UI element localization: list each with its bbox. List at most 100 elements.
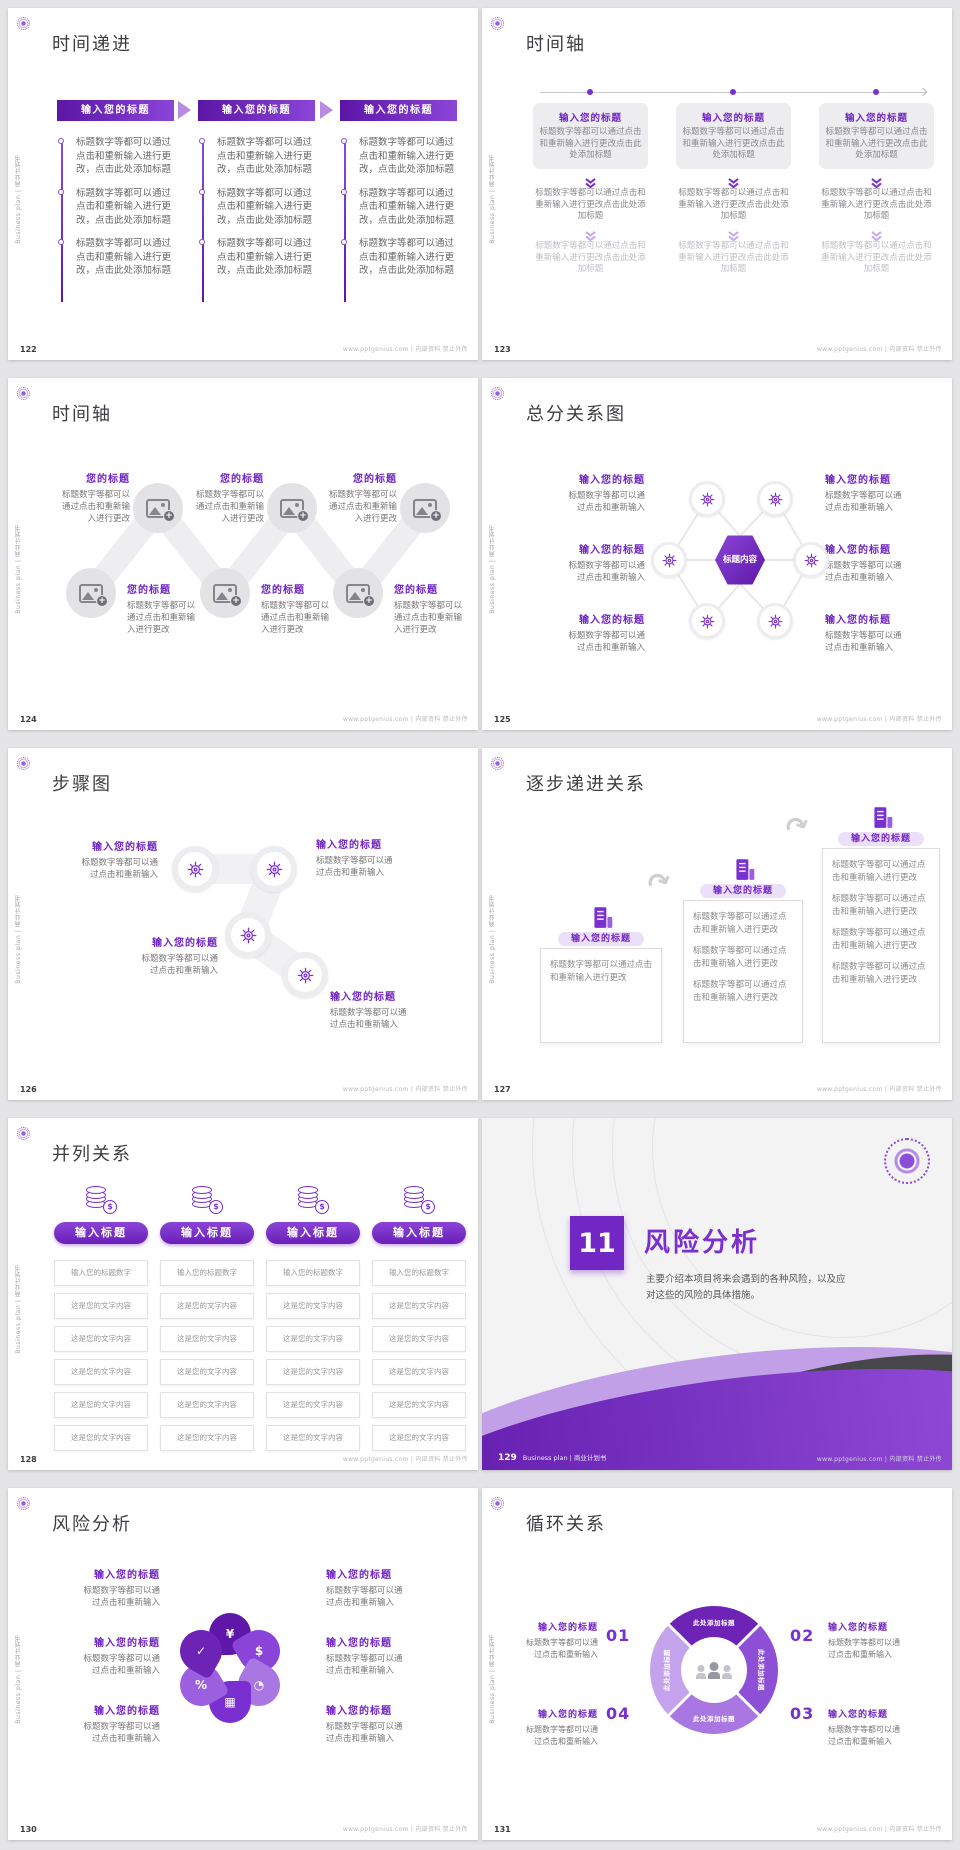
slide-125[interactable]: Business plan | 商业计划书 总分关系图 输入您的标题 标题数字等… [482, 378, 952, 730]
chevron-double-down-icon [870, 226, 883, 245]
timeline-dot-icon [730, 89, 736, 95]
page-number: 126 [20, 1085, 37, 1094]
timeline-item-text: 标题数字等都可以通过点击和重新输入进行更改，点击此处添加标题 [76, 187, 172, 226]
feature-block: 输入您的标题 标题数字等都可以通过点击和重新输入 [825, 471, 935, 514]
gear-node [793, 542, 829, 578]
image-add-icon: + [346, 583, 375, 607]
slide-130[interactable]: Business plan | 商业计划书 风险分析 输入您的标题 标题数字等都… [8, 1488, 478, 1840]
team-icon [696, 1662, 732, 1679]
risk-title: 输入您的标题 [94, 1706, 160, 1717]
feature-block: 输入您的标题 标题数字等都可以通过点击和重新输入 [825, 611, 935, 654]
timeline-line [61, 139, 63, 302]
feature-body: 标题数字等都可以通过点击和重新输入 [825, 631, 902, 653]
percent-icon: % [194, 1678, 208, 1692]
slide-footer-text: www.pptgenius.com | 内部资料 禁止外传 [816, 1086, 942, 1093]
cycle-title: 输入您的标题 [537, 1710, 598, 1720]
image-add-icon: + [146, 498, 175, 522]
bullet-dot-icon [199, 239, 205, 245]
timeline-line [344, 139, 346, 302]
slide-title: 并列关系 [52, 1144, 132, 1165]
cycle-number: 03 [790, 1704, 815, 1723]
column-header-pill: 输入标题 [266, 1222, 360, 1244]
arc-label: 此处添加标题 [693, 1715, 735, 1723]
timeline-column: 标题数字等都可以通过点击和重新输入进行更改，点击此处添加标题 标题数字等都可以通… [341, 136, 464, 302]
arc-label: 此处添加标题 [663, 1649, 671, 1691]
timeline-card: 输入您的标题 标题数字等都可以通过点击和重新输入进行更改点击此处添加标题 [819, 103, 934, 169]
page-number: 130 [20, 1825, 37, 1834]
card-body: 标题数字等都可以通过点击和重新输入进行更改点击此处添加标题 [682, 127, 785, 160]
milestone-body: 标题数字等都可以通过点击和重新输入进行更改 [195, 490, 264, 524]
timeline-item-text: 标题数字等都可以通过点击和重新输入进行更改，点击此处添加标题 [217, 238, 313, 276]
gear-icon [700, 614, 714, 628]
table-cell: 这是您的文字内容 [372, 1293, 466, 1319]
cycle-block: 输入您的标题 标题数字等都可以通过点击和重新输入 [828, 1620, 928, 1661]
table-cell: 这是您的文字内容 [160, 1359, 254, 1385]
slide-122[interactable]: Business plan | 商业计划书 时间递进 输入您的标题 输入您的标题… [8, 8, 478, 360]
page-number: 124 [20, 715, 37, 724]
risk-title: 输入您的标题 [94, 1638, 160, 1649]
timeline-item: 标题数字等都可以通过点击和重新输入进行更改，点击此处添加标题 [341, 136, 459, 177]
table-cell: 这是您的文字内容 [54, 1359, 148, 1385]
milestone-body: 标题数字等都可以通过点击和重新输入进行更改 [127, 601, 196, 635]
plus-badge-icon: + [297, 509, 309, 522]
image-placeholder: + [66, 568, 116, 618]
cycle-ring: 此处添加标题 此处添加标题 此处添加标题 此处添加标题 [650, 1606, 778, 1734]
sidebar-vertical-text: Business plan | 商业计划书 [489, 154, 496, 244]
feature-title: 输入您的标题 [579, 545, 645, 556]
pinwheel-petal: $ [230, 1622, 288, 1680]
page-number: 127 [494, 1085, 511, 1094]
gear-icon [804, 553, 818, 567]
coins-icon: $ [86, 1186, 117, 1214]
table-cell: 这是您的文字内容 [266, 1425, 360, 1451]
gear-node [251, 846, 297, 892]
risk-block: 输入您的标题 标题数字等都可以通过点击和重新输入 [326, 1702, 438, 1745]
check-icon: ✓ [195, 1644, 207, 1658]
timeline-item-text: 标题数字等都可以通过点击和重新输入进行更改，点击此处添加标题 [359, 187, 455, 226]
slide-footer-text: www.pptgenius.com | 内部资料 禁止外传 [816, 1456, 942, 1463]
slide-127[interactable]: Business plan | 商业计划书 逐步递进关系 输入您的标题 标题数字… [482, 748, 952, 1100]
slide-131[interactable]: Business plan | 商业计划书 循环关系 输入您的标题 标题数字等都… [482, 1488, 952, 1840]
table-cell: 这是您的文字内容 [266, 1359, 360, 1385]
table-cell: 这是您的文字内容 [372, 1359, 466, 1385]
slide-124[interactable]: Business plan | 商业计划书 时间轴 您的标题 标题数字等都可以通… [8, 378, 478, 730]
section-description: 主要介绍本项目将来会遇到的各种风险，以及应对这些的风险的具体措施。 [646, 1274, 846, 1301]
building-icon [869, 804, 895, 834]
curved-arrow-icon: ↷ [642, 862, 678, 903]
slide-footer-text: www.pptgenius.com | 内部资料 禁止外传 [816, 1826, 942, 1833]
dollar-coin-icon: $ [421, 1200, 435, 1214]
dollar-coin-icon: $ [315, 1200, 329, 1214]
page-number: 125 [494, 715, 511, 724]
feature-title: 输入您的标题 [579, 475, 645, 486]
cycle-title: 输入您的标题 [828, 1710, 889, 1720]
risk-block: 输入您的标题 标题数字等都可以通过点击和重新输入 [48, 1702, 160, 1745]
slide-126[interactable]: Business plan | 商业计划书 步骤图 输入您的标题 标题数字等都可… [8, 748, 478, 1100]
slide-title: 时间递进 [52, 34, 132, 55]
image-placeholder: + [133, 483, 183, 533]
table-cell: 这是您的文字内容 [372, 1425, 466, 1451]
table-cell: 这是您的文字内容 [160, 1326, 254, 1352]
bullet-dot-icon [199, 188, 205, 195]
risk-body: 标题数字等都可以通过点击和重新输入 [326, 1586, 403, 1608]
bullet-dot-icon [58, 239, 64, 245]
page-number: 131 [494, 1825, 511, 1834]
milestone-block: 您的标题 标题数字等都可以通过点击和重新输入进行更改 [261, 581, 341, 636]
step-pill: 输入您的标题 [838, 832, 924, 846]
page-number: 123 [494, 345, 511, 354]
section-title: 风险分析 [644, 1228, 761, 1258]
pinwheel-petal: ✓ [172, 1622, 230, 1680]
timeline-item-text: 标题数字等都可以通过点击和重新输入进行更改，点击此处添加标题 [359, 238, 455, 276]
box-paragraph: 标题数字等都可以通过点击和重新输入进行更改 [693, 980, 787, 1003]
slide-128[interactable]: Business plan | 商业计划书 并列关系 $ $ $ $ 输入标题 … [8, 1118, 478, 1470]
timeline-card: 输入您的标题 标题数字等都可以通过点击和重新输入进行更改点击此处添加标题 [676, 103, 791, 169]
building-icon [589, 904, 615, 934]
timeline-text-muted: 标题数字等都可以通过点击和重新输入进行更改点击此处添加标题 [821, 241, 932, 274]
slide-123[interactable]: Business plan | 商业计划书 时间轴 输入您的标题 标题数字等都可… [482, 8, 952, 360]
pinwheel-diagram: ¥ $ ◔ ▦ % ✓ [168, 1606, 292, 1730]
timeline-item-text: 标题数字等都可以通过点击和重新输入进行更改，点击此处添加标题 [217, 187, 313, 226]
cycle-block: 输入您的标题 标题数字等都可以通过点击和重新输入 [828, 1707, 928, 1748]
slide-129[interactable]: 11 风险分析 主要介绍本项目将来会遇到的各种风险，以及应对这些的风险的具体措施… [482, 1118, 952, 1470]
milestone-title: 您的标题 [261, 585, 305, 596]
risk-block: 输入您的标题 标题数字等都可以通过点击和重新输入 [48, 1634, 160, 1677]
risk-block: 输入您的标题 标题数字等都可以通过点击和重新输入 [326, 1634, 438, 1677]
card-title: 输入您的标题 [701, 113, 765, 124]
